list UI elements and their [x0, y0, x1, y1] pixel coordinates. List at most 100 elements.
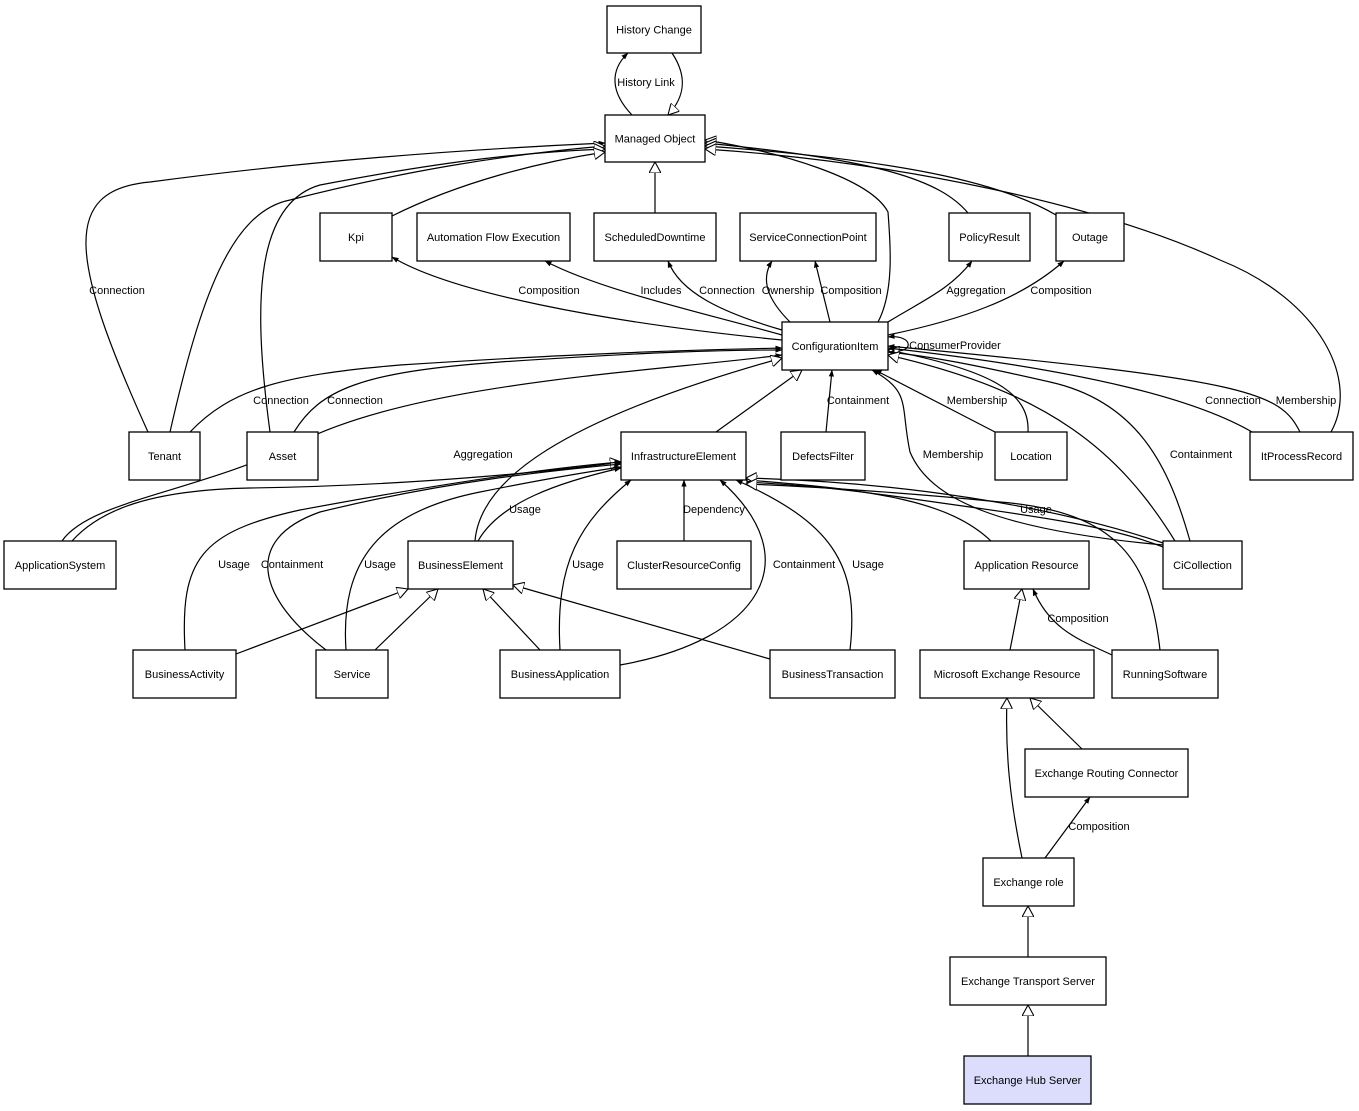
- edge-label: Containment: [1170, 449, 1232, 461]
- association-edge: [558, 479, 632, 651]
- class-box[interactable]: [246, 431, 319, 481]
- edge-label: Connection: [327, 395, 383, 407]
- class-box[interactable]: [593, 212, 717, 262]
- inheritance-edge: [1007, 698, 1023, 859]
- class-node-ten[interactable]: Tenant: [128, 431, 201, 481]
- class-node-bact[interactable]: BusinessActivity: [132, 649, 237, 699]
- class-box[interactable]: [1055, 212, 1125, 262]
- class-box[interactable]: [739, 212, 877, 262]
- class-name: Service: [334, 669, 371, 681]
- edge-label: Membership: [1276, 395, 1337, 407]
- class-box[interactable]: [919, 649, 1095, 699]
- class-box[interactable]: [319, 212, 393, 262]
- class-box[interactable]: [132, 649, 237, 699]
- class-box[interactable]: [407, 540, 514, 590]
- class-box[interactable]: [315, 649, 389, 699]
- class-name: ServiceConnectionPoint: [749, 232, 866, 244]
- inheritance-edge: [513, 585, 771, 660]
- class-box[interactable]: [620, 431, 747, 481]
- class-name: ItProcessRecord: [1261, 451, 1342, 463]
- association-edge: [189, 345, 783, 433]
- inheritance-edge: [705, 146, 1057, 216]
- class-node-svc[interactable]: Service: [315, 649, 389, 699]
- class-box[interactable]: [949, 956, 1107, 1006]
- class-node-crc[interactable]: ClusterResourceConfig: [616, 540, 752, 590]
- class-box[interactable]: [128, 431, 201, 481]
- class-node-scp[interactable]: ServiceConnectionPoint: [739, 212, 877, 262]
- class-box[interactable]: [982, 857, 1075, 907]
- class-node-bt[interactable]: BusinessTransaction: [769, 649, 896, 699]
- class-node-mo[interactable]: Managed Object: [604, 114, 706, 163]
- association-edge: [887, 344, 1301, 433]
- class-box[interactable]: [994, 431, 1068, 481]
- class-box[interactable]: [1111, 649, 1219, 699]
- association-edge: [544, 260, 783, 336]
- class-box[interactable]: [1162, 540, 1243, 590]
- class-name: BusinessActivity: [145, 669, 225, 681]
- association-edge: [85, 140, 606, 433]
- class-box[interactable]: [781, 321, 889, 371]
- class-name: Outage: [1072, 232, 1108, 244]
- class-node-sd[interactable]: ScheduledDowntime: [593, 212, 717, 262]
- association-edge: [293, 347, 783, 433]
- class-name: BusinessApplication: [511, 669, 609, 681]
- class-node-hc[interactable]: History Change: [606, 5, 702, 54]
- class-node-afe[interactable]: Automation Flow Execution: [416, 212, 571, 262]
- edge-label: Usage: [509, 504, 541, 516]
- class-box[interactable]: [604, 114, 706, 163]
- inheritance-edge: [474, 358, 782, 542]
- class-box[interactable]: [780, 431, 866, 481]
- class-box[interactable]: [1024, 748, 1189, 798]
- class-box[interactable]: [606, 5, 702, 54]
- class-name: ClusterResourceConfig: [627, 560, 741, 572]
- association-edge: [874, 369, 996, 433]
- association-edge: [267, 462, 622, 651]
- class-node-loc[interactable]: Location: [994, 431, 1068, 481]
- class-name: Location: [1010, 451, 1052, 463]
- class-node-pr[interactable]: PolicyResult: [948, 212, 1031, 262]
- class-node-bapp[interactable]: BusinessApplication: [499, 649, 621, 699]
- edge-label: Composition: [518, 285, 579, 297]
- class-node-rs[interactable]: RunningSoftware: [1111, 649, 1219, 699]
- class-node-ast[interactable]: Asset: [246, 431, 319, 481]
- class-node-erc[interactable]: Exchange Routing Connector: [1024, 748, 1189, 798]
- inheritance-edge: [391, 152, 605, 217]
- class-box[interactable]: [416, 212, 571, 262]
- class-node-ipr[interactable]: ItProcessRecord: [1249, 431, 1354, 481]
- edge-label: History Link: [617, 77, 675, 89]
- class-node-er[interactable]: Exchange role: [982, 857, 1075, 907]
- association-edge: [619, 479, 766, 666]
- class-name: History Change: [616, 25, 692, 37]
- edge-label: Ownership: [762, 285, 815, 297]
- class-node-cic[interactable]: CiCollection: [1162, 540, 1243, 590]
- class-node-ehs[interactable]: Exchange Hub Server: [963, 1055, 1092, 1105]
- edge-label: Usage: [572, 559, 604, 571]
- class-node-mer[interactable]: Microsoft Exchange Resource: [919, 649, 1095, 699]
- class-node-ets[interactable]: Exchange Transport Server: [949, 956, 1107, 1006]
- class-box[interactable]: [948, 212, 1031, 262]
- class-node-kpi[interactable]: Kpi: [319, 212, 393, 262]
- class-node-out[interactable]: Outage: [1055, 212, 1125, 262]
- class-name: DefectsFilter: [792, 451, 854, 463]
- class-box[interactable]: [499, 649, 621, 699]
- class-node-as[interactable]: ApplicationSystem: [3, 540, 117, 590]
- association-edge: [1044, 796, 1091, 859]
- class-box[interactable]: [963, 540, 1090, 590]
- class-node-be[interactable]: BusinessElement: [407, 540, 514, 590]
- class-node-ie[interactable]: InfrastructureElement: [620, 431, 747, 481]
- class-node-df[interactable]: DefectsFilter: [780, 431, 866, 481]
- class-node-ci[interactable]: ConfigurationItem: [781, 321, 889, 371]
- class-box[interactable]: [1249, 431, 1354, 481]
- class-node-ar[interactable]: Application Resource: [963, 540, 1090, 590]
- class-box[interactable]: [769, 649, 896, 699]
- class-box[interactable]: [616, 540, 752, 590]
- inheritance-edge: [1009, 589, 1022, 651]
- edge-label: Usage: [364, 559, 396, 571]
- class-name: ConfigurationItem: [792, 341, 879, 353]
- association-edge: [477, 466, 622, 542]
- inheritance-edge: [705, 143, 969, 214]
- class-box[interactable]: [963, 1055, 1092, 1105]
- edge-label: Containment: [773, 559, 835, 571]
- class-box[interactable]: [3, 540, 117, 590]
